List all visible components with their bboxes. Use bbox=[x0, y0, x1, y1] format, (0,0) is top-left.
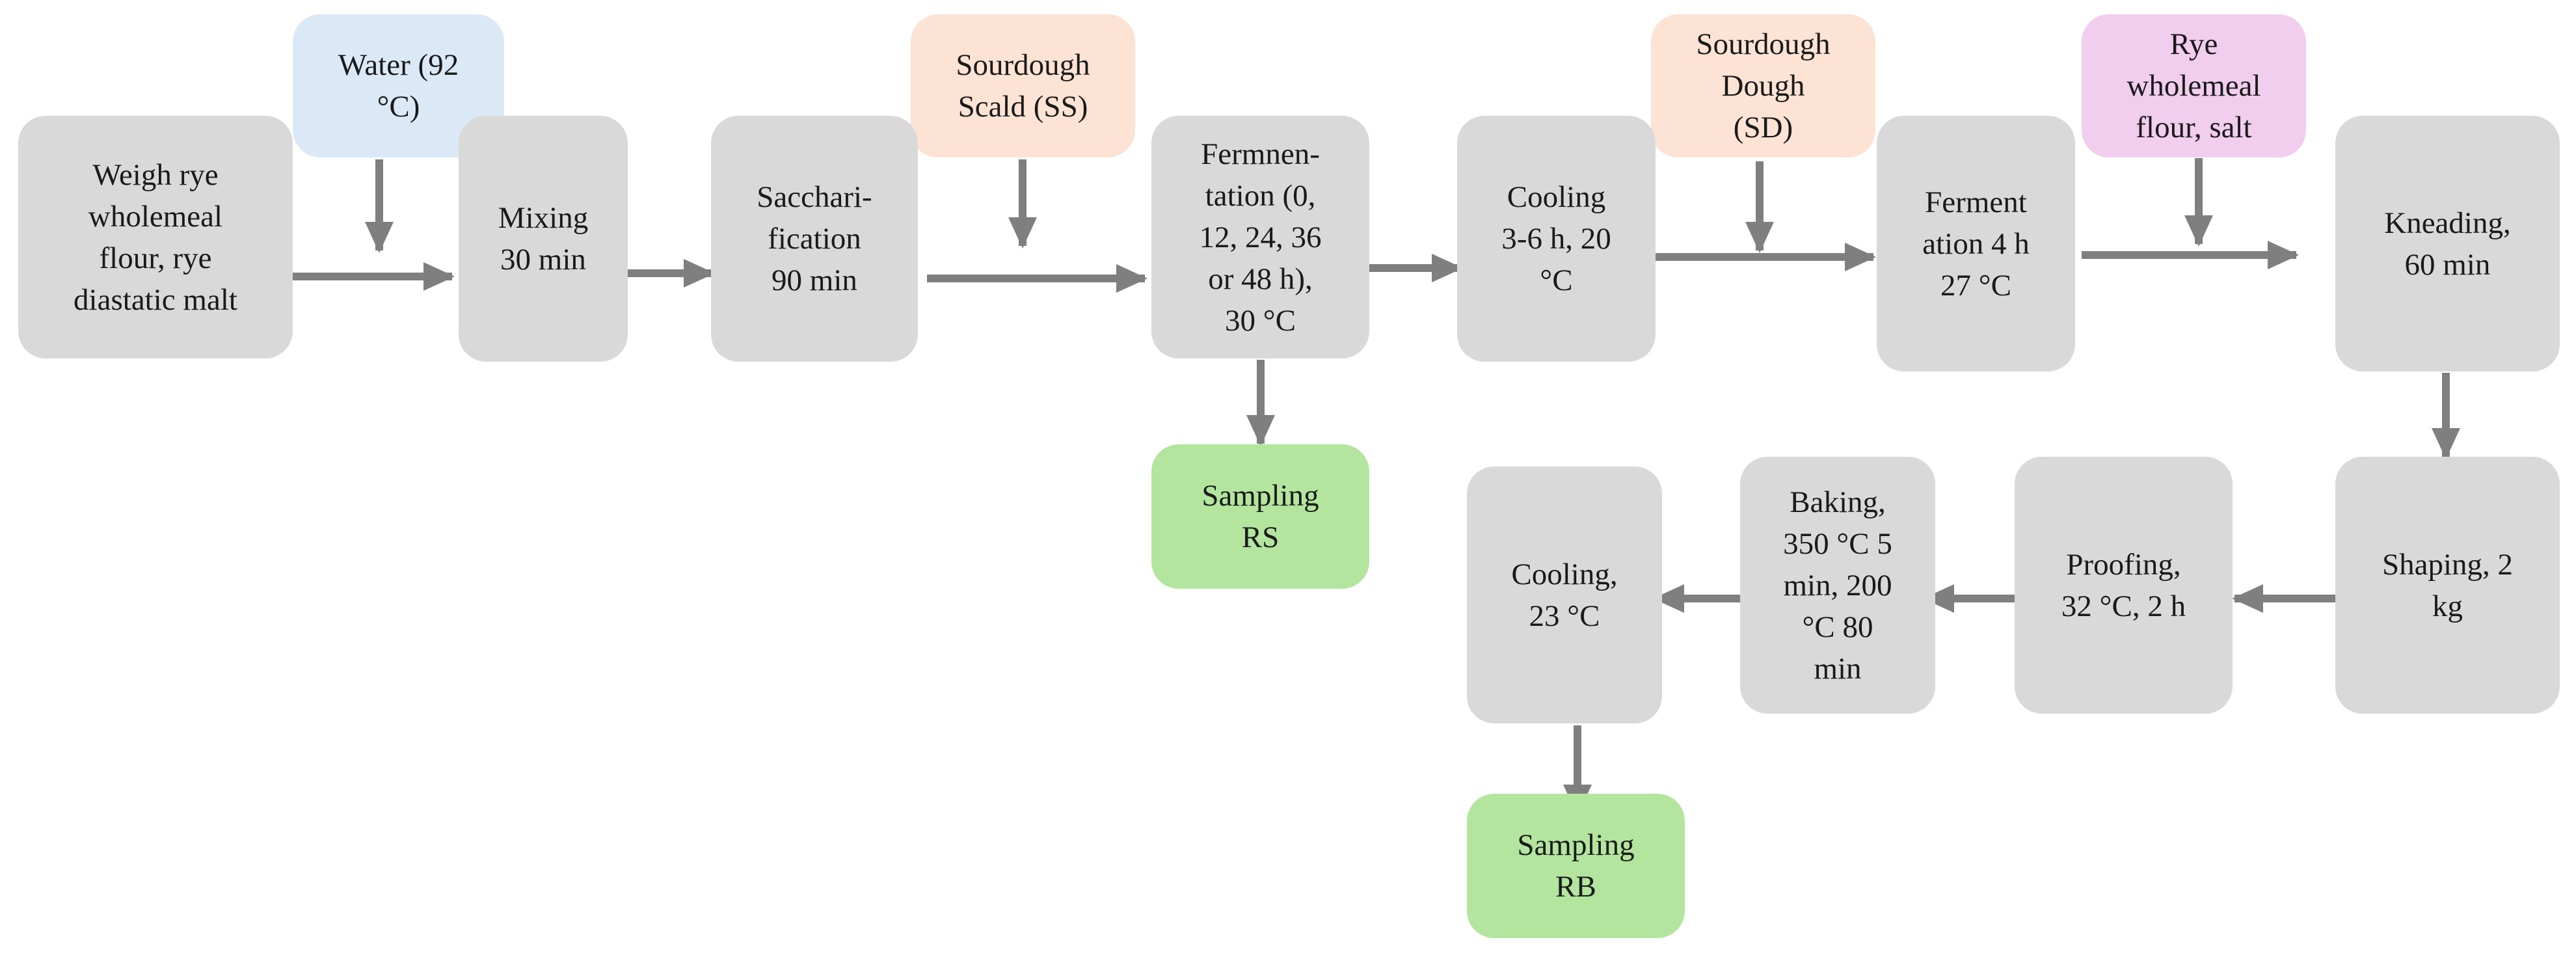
step-cooling-1: Cooling 3-6 h, 20 °C bbox=[1457, 116, 1656, 362]
step-shaping: Shaping, 2 kg bbox=[2335, 457, 2560, 714]
step-cooling-2: Cooling, 23 °C bbox=[1467, 466, 1662, 723]
step-proofing: Proofing, 32 °C, 2 h bbox=[2015, 457, 2233, 714]
output-sampling-rs: Sampling RS bbox=[1151, 444, 1369, 589]
step-mixing: Mixing 30 min bbox=[459, 116, 628, 362]
step-fermentation: Fermnen- tation (0, 12, 24, 36 or 48 h),… bbox=[1151, 116, 1369, 358]
step-saccharification: Sacchari- fication 90 min bbox=[711, 116, 918, 362]
output-sampling-rb: Sampling RB bbox=[1467, 794, 1685, 938]
step-kneading: Kneading, 60 min bbox=[2335, 116, 2560, 371]
input-rye-wholemeal-flour-salt: Rye wholemeal flour, salt bbox=[2082, 14, 2306, 157]
step-ferment-2: Ferment ation 4 h 27 °C bbox=[1877, 116, 2075, 371]
input-sourdough-scald: Sourdough Scald (SS) bbox=[911, 14, 1135, 157]
step-baking: Baking, 350 °C 5 min, 200 °C 80 min bbox=[1740, 457, 1935, 714]
step-weigh: Weigh rye wholemeal flour, rye diastatic… bbox=[18, 116, 293, 358]
input-sourdough-dough: Sourdough Dough (SD) bbox=[1651, 14, 1875, 157]
